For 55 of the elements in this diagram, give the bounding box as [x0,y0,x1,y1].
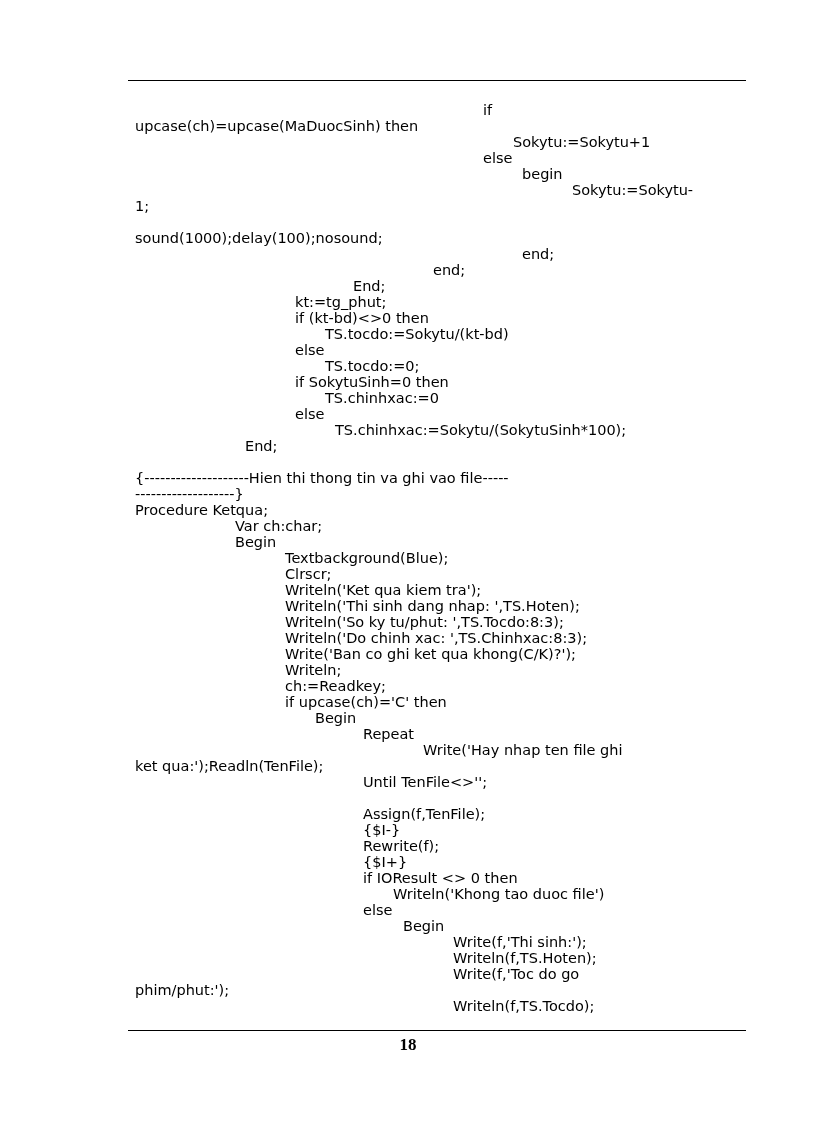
code-line: 1; [135,198,150,214]
code-line: Writeln(f,TS.Hoten); [453,950,597,966]
code-line: Procedure Ketqua; [135,502,269,518]
code-line: Var ch:char; [235,518,323,534]
code-line: begin [522,166,563,182]
code-line: Repeat [363,726,415,742]
code-line: TS.chinhxac:=0 [325,390,439,406]
code-line: Rewrite(f); [363,838,440,854]
code-line: if (kt-bd)<>0 then [295,310,429,326]
code-line: End; [245,438,278,454]
code-line: {--------------------Hien thi thong tin va ghi vao file----- [135,470,509,486]
code-line: TS.chinhxac:=Sokytu/(SokytuSinh*100); [335,422,627,438]
code-line: else [295,406,325,422]
page-number: 18 [398,1036,418,1054]
code-line: if upcase(ch)='C' then [285,694,447,710]
code-line: TS.tocdo:=Sokytu/(kt-bd) [325,326,509,342]
code-line: Write('Hay nhap ten file ghi [423,742,623,758]
code-line: Until TenFile<>''; [363,774,488,790]
code-line: Sokytu:=Sokytu- [572,182,694,198]
code-line: Begin [315,710,357,726]
code-line: if SokytuSinh=0 then [295,374,449,390]
code-line: End; [353,278,386,294]
code-line: Textbackground(Blue); [285,550,449,566]
code-line: Writeln('Khong tao duoc file') [393,886,605,902]
code-line: kt:=tg_phut; [295,294,387,310]
code-line: if IOResult <> 0 then [363,870,518,886]
code-line: Begin [235,534,277,550]
code-line: Sokytu:=Sokytu+1 [513,134,651,150]
code-line: Writeln(f,TS.Tocdo); [453,998,595,1014]
code-line: Clrscr; [285,566,332,582]
code-line: Assign(f,TenFile); [363,806,486,822]
code-line: TS.tocdo:=0; [325,358,420,374]
code-line: Write('Ban co ghi ket qua khong(C/K)?'); [285,646,576,662]
code-line: Write(f,'Thi sinh:'); [453,934,587,950]
code-line: Writeln; [285,662,342,678]
code-line: Writeln('Do chinh xac: ',TS.Chinhxac:8:3); [285,630,588,646]
code-line: Write(f,'Toc do go [453,966,580,982]
code-line: end; [522,246,555,262]
code-line: upcase(ch)=upcase(MaDuocSinh) then [135,118,419,134]
code-line: else [483,150,513,166]
code-line: Writeln('Ket qua kiem tra'); [285,582,482,598]
code-line: ch:=Readkey; [285,678,386,694]
code-line: sound(1000);delay(100);nosound; [135,230,383,246]
code-line: ket qua:');Readln(TenFile); [135,758,324,774]
code-line: Writeln('So ky tu/phut: ',TS.Tocdo:8:3); [285,614,564,630]
code-line: -------------------} [135,486,244,502]
code-line: Begin [403,918,445,934]
code-line: else [295,342,325,358]
code-line: Writeln('Thi sinh dang nhap: ',TS.Hoten); [285,598,580,614]
code-line: {$I+} [363,854,408,870]
code-line: end; [433,262,466,278]
code-line: phim/phut:'); [135,982,230,998]
code-line: {$I-} [363,822,401,838]
code-line: if [483,102,493,118]
code-line: else [363,902,393,918]
